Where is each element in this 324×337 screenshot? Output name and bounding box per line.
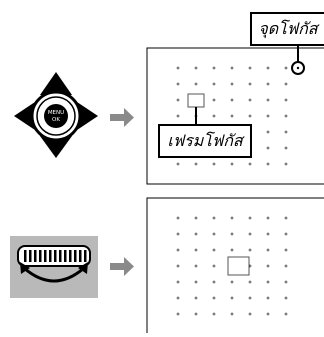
- focus-frame-marker: [187, 93, 205, 108]
- focus-frame-marker: [227, 256, 250, 276]
- focus-screen-bottom: [146, 197, 324, 337]
- dial-tooth: [59, 250, 62, 262]
- dial-tooth: [64, 250, 67, 262]
- focus-point-label: จุดโฟกัส: [250, 12, 324, 46]
- command-dial-icon: [10, 236, 98, 298]
- focus-point-grid: [176, 216, 288, 316]
- ok-text: OK: [52, 117, 60, 123]
- focus-frame-label-text: เฟรมโฟกัส: [167, 130, 243, 150]
- dial-tooth: [39, 250, 42, 262]
- dial-tooth: [29, 250, 32, 262]
- dial-tooth: [79, 250, 82, 262]
- directional-pad-icon: MENU OK: [14, 72, 98, 158]
- right-arrow-icon: [110, 257, 134, 276]
- right-arrow-icon: [110, 108, 134, 127]
- dial-tooth: [54, 250, 57, 262]
- dial-tooth: [84, 250, 87, 262]
- dial-tooth: [69, 250, 72, 262]
- dial-tooth: [24, 250, 27, 262]
- dial-tooth: [34, 250, 37, 262]
- dial-tooth: [49, 250, 52, 262]
- focus-point-label-text: จุดโฟกัส: [258, 18, 318, 38]
- focus-frame-label: เฟรมโฟกัส: [158, 124, 252, 158]
- focus-screen-top: [146, 44, 324, 185]
- dial-tooth: [74, 250, 77, 262]
- menu-text: MENU: [48, 110, 64, 116]
- dial-teeth: [24, 250, 87, 262]
- dial-tooth: [44, 250, 47, 262]
